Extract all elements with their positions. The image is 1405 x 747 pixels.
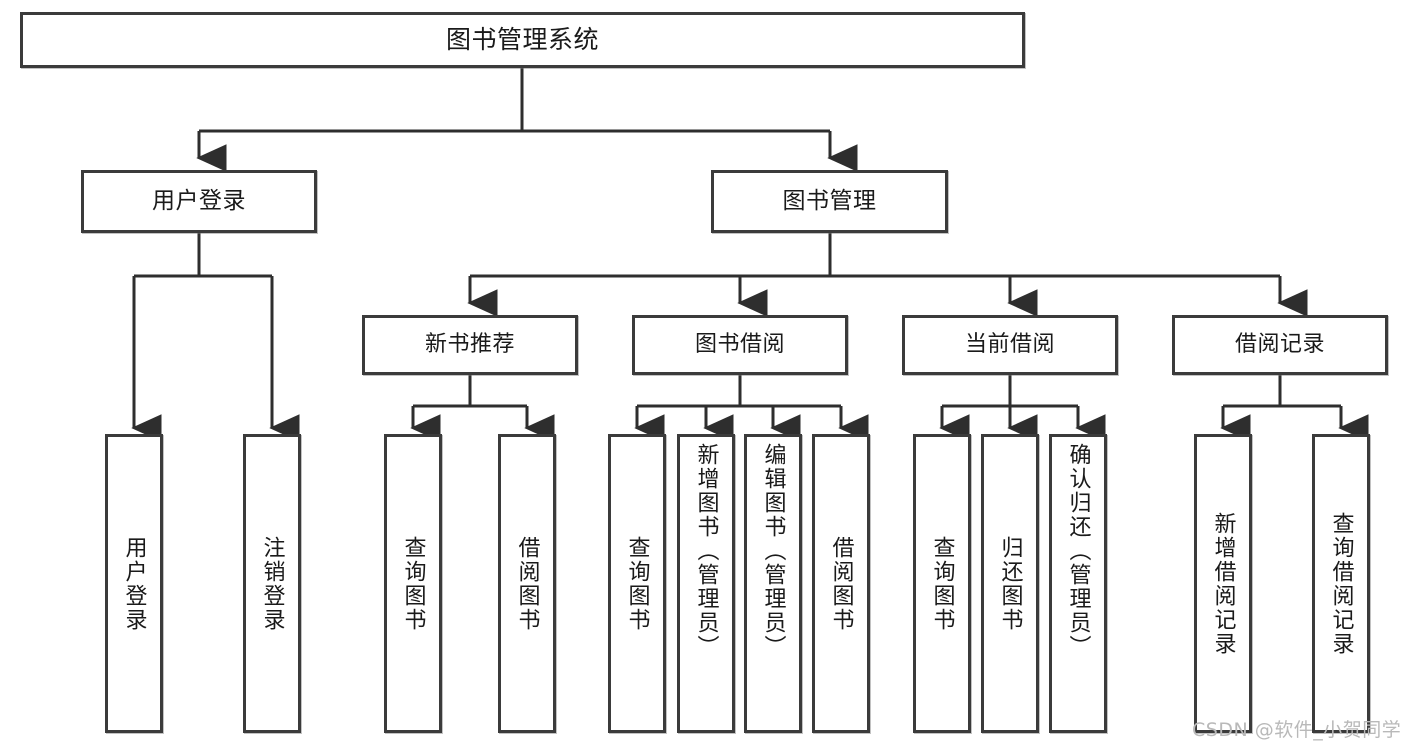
node-user-login-label: 用户登录 [152, 187, 246, 214]
leaf-book-borrow-query-label: 查询图书 [624, 535, 650, 632]
node-book-management[interactable]: 图书管理 [711, 170, 948, 233]
leaf-user-login-signout-label: 注销登录 [259, 535, 285, 632]
leaf-book-borrow-add[interactable]: 新增图书（管理员） [677, 434, 735, 733]
leaf-borrow-record-add-label: 新增借阅记录 [1210, 511, 1236, 656]
node-root-label: 图书管理系统 [445, 25, 599, 55]
node-book-borrow[interactable]: 图书借阅 [632, 315, 848, 375]
leaf-borrow-record-query-label: 查询借阅记录 [1328, 511, 1354, 656]
leaf-new-book-query-label: 查询图书 [400, 535, 426, 632]
node-book-management-label: 图书管理 [782, 187, 877, 214]
leaf-current-borrow-return[interactable]: 归还图书 [981, 434, 1039, 733]
leaf-book-borrow-query[interactable]: 查询图书 [608, 434, 666, 733]
node-user-login[interactable]: 用户登录 [81, 170, 317, 233]
leaf-book-borrow-edit-label: 编辑图书（管理员） [760, 443, 786, 659]
leaf-new-book-borrow-label: 借阅图书 [514, 535, 540, 632]
node-current-borrow-label: 当前借阅 [964, 332, 1055, 358]
csdn-watermark: CSDN @软件_小贺同学 [1192, 719, 1402, 741]
leaf-current-borrow-confirm[interactable]: 确认归还（管理员） [1049, 434, 1107, 733]
leaf-borrow-record-add[interactable]: 新增借阅记录 [1194, 434, 1252, 733]
leaf-user-login-signin[interactable]: 用户登录 [105, 434, 163, 733]
leaf-borrow-record-query[interactable]: 查询借阅记录 [1312, 434, 1370, 733]
leaf-new-book-query[interactable]: 查询图书 [384, 434, 442, 733]
node-current-borrow[interactable]: 当前借阅 [902, 315, 1118, 375]
leaf-new-book-borrow[interactable]: 借阅图书 [498, 434, 556, 733]
node-borrow-record-label: 借阅记录 [1234, 332, 1325, 358]
node-book-borrow-label: 图书借阅 [694, 332, 785, 358]
node-new-book-recommend[interactable]: 新书推荐 [362, 315, 578, 375]
leaf-book-borrow-add-label: 新增图书（管理员） [693, 443, 719, 659]
node-new-book-recommend-label: 新书推荐 [424, 332, 515, 358]
leaf-book-borrow-lend[interactable]: 借阅图书 [812, 434, 870, 733]
leaf-current-borrow-confirm-label: 确认归还（管理员） [1065, 443, 1091, 659]
leaf-book-borrow-lend-label: 借阅图书 [828, 535, 854, 632]
node-borrow-record[interactable]: 借阅记录 [1172, 315, 1388, 375]
leaf-user-login-signout[interactable]: 注销登录 [243, 434, 301, 733]
leaf-current-borrow-query[interactable]: 查询图书 [913, 434, 971, 733]
leaf-user-login-signin-label: 用户登录 [121, 535, 147, 632]
leaf-book-borrow-edit[interactable]: 编辑图书（管理员） [744, 434, 802, 733]
leaf-current-borrow-return-label: 归还图书 [997, 535, 1023, 632]
node-root[interactable]: 图书管理系统 [20, 12, 1025, 68]
leaf-current-borrow-query-label: 查询图书 [929, 535, 955, 632]
